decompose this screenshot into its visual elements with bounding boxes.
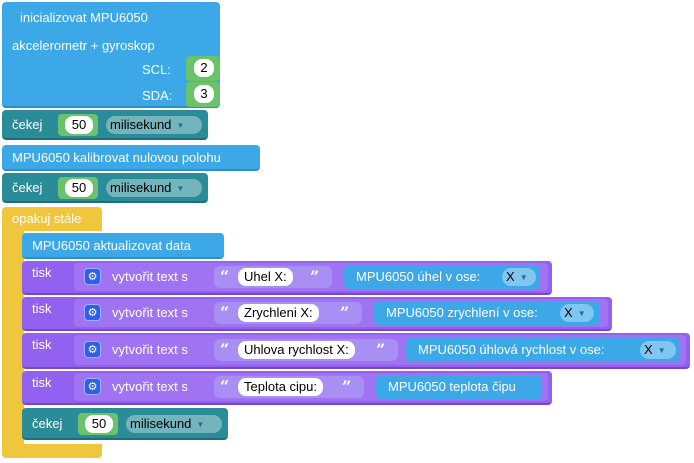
time-unit-label: milisekund [130,416,192,431]
quote-close-icon: ” [340,303,350,322]
loop-bottom-bar [2,444,102,458]
sda-value[interactable]: 3 [194,85,214,103]
wait-block-3[interactable]: čekej 50 milisekund ▼ [22,408,228,440]
create-text-block[interactable]: ⚙ vytvořit text s “ Teplota cipu: ” MPU6… [74,373,548,401]
sensor-label: MPU6050 teplota čipu [388,379,516,394]
time-unit-label: milisekund [110,117,172,132]
sensor-acceleration-block[interactable]: MPU6050 zrychlení v ose: X▼ [374,301,600,325]
quote-close-icon: ” [342,377,352,396]
sda-number-block[interactable]: 3 [186,82,220,107]
calibrate-label: MPU6050 kalibrovat nulovou polohu [12,150,221,165]
sensor-label: MPU6050 úhel v ose: [356,269,481,284]
create-text-block[interactable]: ⚙ vytvořit text s “ Uhlova rychlost X: ”… [74,335,686,365]
wait-block-1[interactable]: čekej 50 milisekund ▼ [2,110,208,140]
string-block[interactable]: “ Zrychleni X: ” [214,302,362,324]
chevron-down-icon: ▼ [657,345,666,355]
chevron-down-icon: ▼ [519,272,528,282]
scl-label: SCL: [142,62,171,77]
create-text-block[interactable]: ⚙ vytvořit text s “ Zrychleni X: ” MPU60… [74,299,608,327]
string-value[interactable]: Uhel X: [238,268,293,286]
wait-value[interactable]: 50 [65,116,93,134]
time-unit-label: milisekund [110,180,172,195]
wait-block-2[interactable]: čekej 50 milisekund ▼ [2,173,208,203]
string-value[interactable]: Uhlova rychlost X: [238,341,355,359]
axis-dropdown[interactable]: X▼ [640,341,676,359]
print-label: tisk [32,375,52,390]
wait-label: čekej [12,180,43,195]
quote-close-icon: ” [376,340,386,359]
string-block[interactable]: “ Uhlova rychlost X: ” [214,339,398,361]
axis-value: X [564,305,573,320]
loop-label: opakuj stále [12,211,82,226]
init-subtitle: akcelerometr + gyroskop [12,38,155,53]
init-mpu6050-block[interactable]: inicializovat MPU6050 akcelerometr + gyr… [2,2,220,108]
axis-dropdown[interactable]: X▼ [502,268,536,286]
chevron-down-icon: ▼ [176,120,185,130]
sda-label: SDA: [142,88,173,103]
string-block[interactable]: “ Teplota cipu: ” [214,376,364,398]
wait-value[interactable]: 50 [65,179,93,197]
chevron-down-icon: ▼ [577,308,586,318]
gear-icon[interactable]: ⚙ [84,268,101,285]
init-title: inicializovat MPU6050 [20,10,148,25]
string-value[interactable]: Teplota cipu: [238,378,323,396]
chevron-down-icon: ▼ [196,419,205,429]
create-text-label: vytvořit text s [112,342,188,357]
scl-value[interactable]: 2 [194,59,214,77]
wait-label: čekej [12,117,43,132]
wait-label: čekej [32,416,63,431]
wait-number-block[interactable]: 50 [78,413,118,435]
chevron-down-icon: ▼ [176,183,185,193]
string-value[interactable]: Zrychleni X: [238,304,319,322]
create-text-label: vytvořit text s [112,305,188,320]
quote-open-icon: “ [220,340,230,359]
create-text-label: vytvořit text s [112,269,188,284]
quote-open-icon: “ [220,303,230,322]
gear-icon[interactable]: ⚙ [84,378,101,395]
create-text-label: vytvořit text s [112,379,188,394]
sensor-label: MPU6050 zrychlení v ose: [386,305,538,320]
quote-close-icon: ” [310,267,320,286]
loop-side-bar [2,230,24,446]
sensor-angular-rate-block[interactable]: MPU6050 úhlová rychlost v ose: X▼ [406,338,680,362]
wait-value[interactable]: 50 [85,415,113,433]
gear-icon[interactable]: ⚙ [84,341,101,358]
time-unit-dropdown[interactable]: milisekund ▼ [106,179,202,197]
time-unit-dropdown[interactable]: milisekund ▼ [106,116,202,134]
sensor-temperature-block[interactable]: MPU6050 teplota čipu [376,375,542,399]
sensor-label: MPU6050 úhlová rychlost v ose: [418,342,605,357]
quote-open-icon: “ [220,267,230,286]
print-label: tisk [32,265,52,280]
wait-number-block[interactable]: 50 [58,114,98,136]
scl-number-block[interactable]: 2 [186,56,220,81]
wait-number-block[interactable]: 50 [58,177,98,199]
calibrate-block[interactable]: MPU6050 kalibrovat nulovou polohu [2,145,260,171]
print-label: tisk [32,337,52,352]
quote-open-icon: “ [220,377,230,396]
time-unit-dropdown[interactable]: milisekund ▼ [126,415,222,433]
gear-icon[interactable]: ⚙ [84,304,101,321]
axis-value: X [644,342,653,357]
axis-value: X [506,269,515,284]
string-block[interactable]: “ Uhel X: ” [214,266,332,288]
print-block-4[interactable]: tisk ⚙ vytvořit text s “ Teplota cipu: ”… [22,371,552,405]
axis-dropdown[interactable]: X▼ [560,304,594,322]
sensor-angle-block[interactable]: MPU6050 úhel v ose: X▼ [344,265,540,289]
forever-loop-block[interactable]: opakuj stále [2,207,102,231]
print-block-3[interactable]: tisk ⚙ vytvořit text s “ Uhlova rychlost… [22,333,690,369]
create-text-block[interactable]: ⚙ vytvořit text s “ Uhel X: ” MPU6050 úh… [74,263,548,291]
print-label: tisk [32,301,52,316]
update-data-block[interactable]: MPU6050 aktualizovat data [22,233,224,259]
print-block-2[interactable]: tisk ⚙ vytvořit text s “ Zrychleni X: ” … [22,297,612,331]
update-label: MPU6050 aktualizovat data [32,238,191,253]
print-block-1[interactable]: tisk ⚙ vytvořit text s “ Uhel X: ” MPU60… [22,261,552,295]
